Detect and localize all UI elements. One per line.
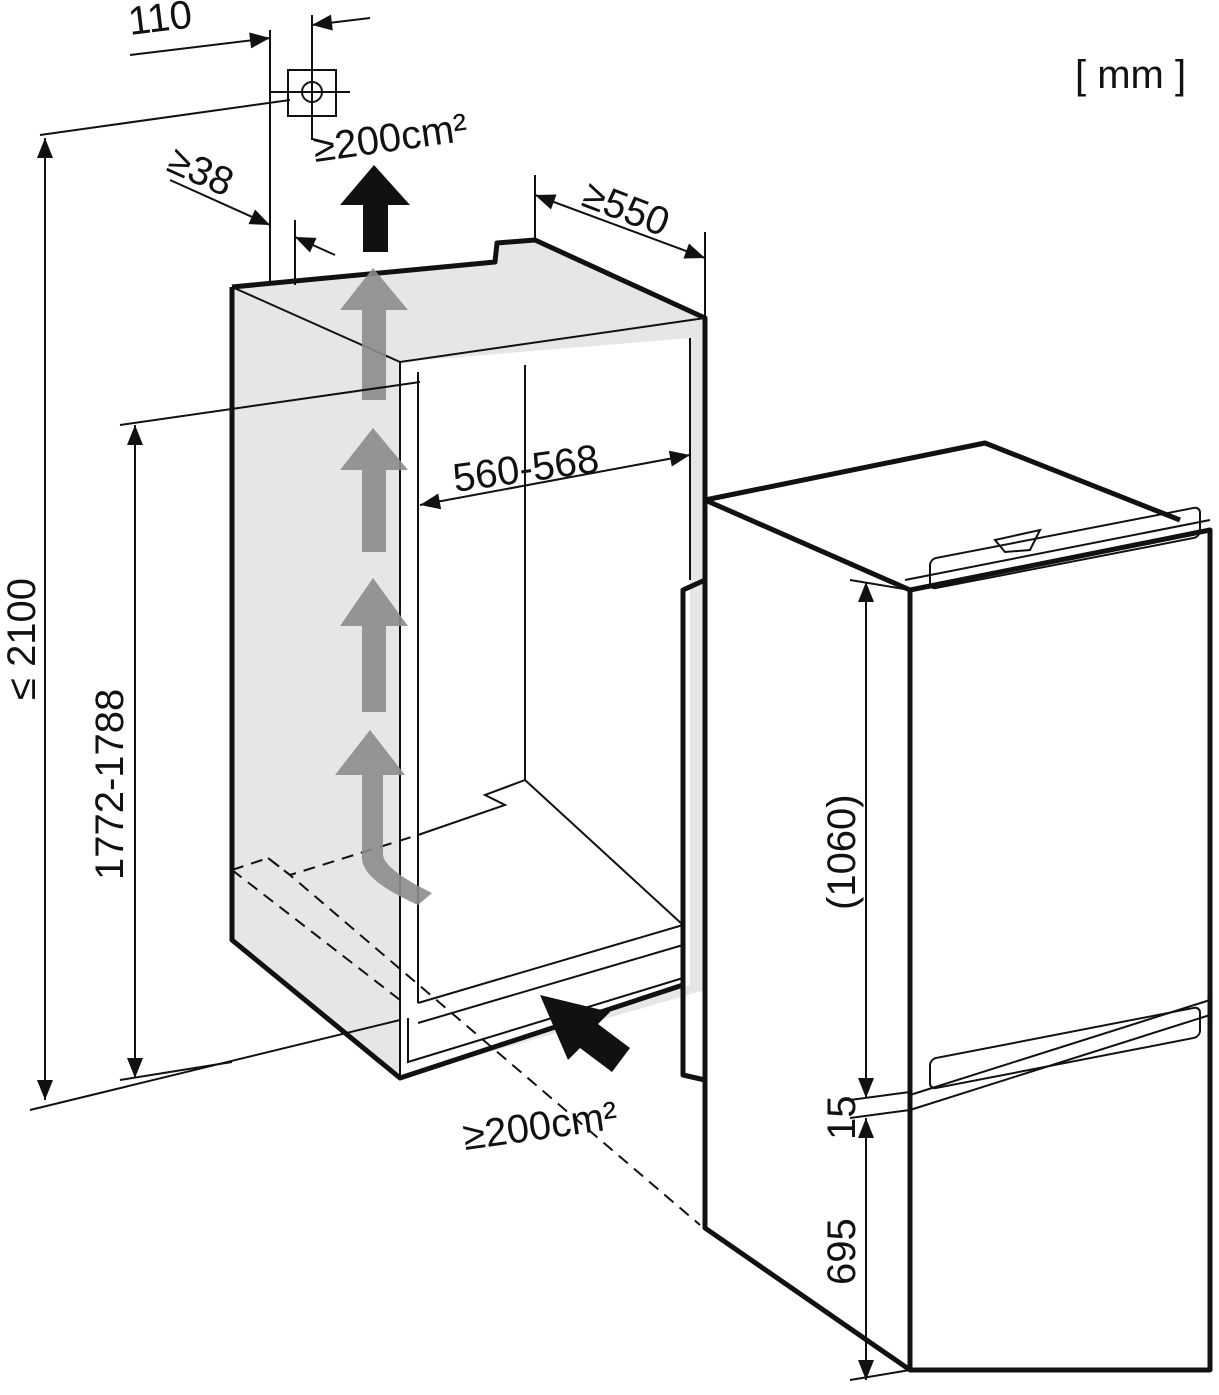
vent-offset-label: 110 — [126, 0, 195, 44]
max-height-label: ≤ 2100 — [0, 578, 44, 700]
niche-height-label: 1772-1788 — [88, 689, 132, 880]
dimension-lines — [29, 14, 911, 1381]
niche-depth-label: ≥550 — [577, 172, 676, 245]
exhaust-arrow-icon — [340, 165, 410, 252]
rear-gap-label: ≥38 — [161, 138, 240, 205]
vent-symbol-icon — [270, 15, 350, 140]
bottom-vent-area-label: ≥200cm² — [460, 1094, 620, 1159]
niche-cabinet — [229, 237, 708, 1226]
lower-door-label: 695 — [820, 1218, 864, 1285]
intake-arrow-icon — [540, 995, 630, 1072]
upper-door-label: (1060) — [820, 794, 864, 910]
unit-label: [ mm ] — [1075, 53, 1186, 97]
airflow-arrows — [335, 268, 432, 905]
door-gap-label: 15 — [820, 1096, 864, 1141]
fridge-appliance — [680, 440, 1213, 1373]
